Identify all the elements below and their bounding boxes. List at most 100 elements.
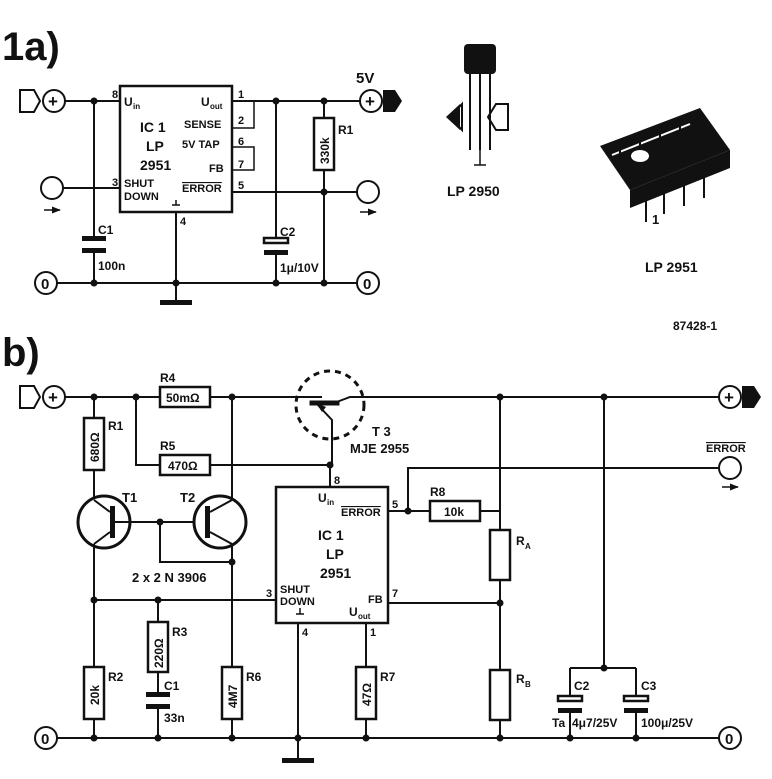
svg-text:C2: C2 xyxy=(280,225,296,239)
svg-text:4: 4 xyxy=(180,216,187,228)
svg-text:2: 2 xyxy=(238,115,244,127)
svg-text:T1: T1 xyxy=(122,490,137,505)
svg-text:+: + xyxy=(724,388,734,407)
svg-text:4μ7/25V: 4μ7/25V xyxy=(572,716,617,730)
svg-text:10k: 10k xyxy=(444,505,464,519)
svg-text:R1: R1 xyxy=(338,123,354,137)
svg-text:33n: 33n xyxy=(164,711,185,725)
panel-b-c3: C3 100μ/25V xyxy=(622,679,693,730)
panel-a-error-terminal xyxy=(356,180,380,204)
svg-text:LP 2950: LP 2950 xyxy=(447,183,500,199)
svg-text:R: R xyxy=(516,534,525,548)
svg-text:5V: 5V xyxy=(356,70,374,87)
svg-text:B: B xyxy=(525,680,531,689)
lp2950-package: LP 2950 xyxy=(446,44,509,199)
svg-text:out: out xyxy=(210,102,223,111)
svg-text:Ta: Ta xyxy=(552,716,565,730)
panel-b-output-terminal: + xyxy=(718,385,761,409)
svg-text:U: U xyxy=(318,491,327,505)
panel-b-ground-rail: 0 0 xyxy=(34,726,742,763)
svg-text:R1: R1 xyxy=(108,419,124,433)
svg-text:LP: LP xyxy=(146,138,164,154)
svg-text:330k: 330k xyxy=(318,137,332,164)
panel-b-r3: 220Ω R3 xyxy=(146,620,188,674)
svg-text:DOWN: DOWN xyxy=(280,596,315,608)
svg-text:+: + xyxy=(365,92,375,111)
svg-text:T 3: T 3 xyxy=(372,424,391,439)
panel-a-ic1: U in U out IC 1 LP 2951 SENSE 5V TAP FB … xyxy=(112,84,244,228)
svg-text:A: A xyxy=(525,542,531,551)
svg-text:0: 0 xyxy=(725,731,733,748)
svg-text:20k: 20k xyxy=(88,685,102,705)
svg-text:470Ω: 470Ω xyxy=(168,459,198,473)
svg-text:SHUT: SHUT xyxy=(280,584,310,596)
svg-text:C3: C3 xyxy=(641,679,657,693)
panel-a-c2: C2 1μ/10V xyxy=(262,101,319,283)
svg-text:U: U xyxy=(124,95,133,109)
svg-text:0: 0 xyxy=(41,276,49,293)
panel-b-r6: 4M7 R6 xyxy=(220,665,262,721)
svg-text:1: 1 xyxy=(370,627,376,639)
panel-b-c1: C1 33n xyxy=(146,679,185,725)
svg-text:1μ/10V: 1μ/10V xyxy=(280,261,319,275)
panel-b-r8: 10k R8 xyxy=(428,485,482,523)
svg-text:R3: R3 xyxy=(172,625,188,639)
svg-text:ERROR: ERROR xyxy=(706,443,746,455)
panel-b-r2: 20k R2 xyxy=(82,665,124,721)
panel-b-error-terminal: ERROR xyxy=(706,443,746,491)
panel-b-r4: 50mΩ R4 xyxy=(158,371,212,409)
svg-text:+: + xyxy=(48,388,58,407)
svg-text:220Ω: 220Ω xyxy=(152,638,166,668)
svg-text:C1: C1 xyxy=(164,679,180,693)
panel-b-r1: 680Ω R1 xyxy=(82,416,124,472)
svg-text:R5: R5 xyxy=(160,439,176,453)
svg-text:6: 6 xyxy=(238,136,244,148)
svg-text:R4: R4 xyxy=(160,371,176,385)
svg-text:MJE 2955: MJE 2955 xyxy=(350,441,409,456)
svg-text:100n: 100n xyxy=(98,259,125,273)
svg-text:4: 4 xyxy=(302,627,309,639)
panel-a-ground-rail: 0 0 xyxy=(34,192,380,305)
svg-text:SENSE: SENSE xyxy=(184,119,221,131)
svg-text:5V TAP: 5V TAP xyxy=(182,139,220,151)
svg-text:U: U xyxy=(201,95,210,109)
svg-text:DOWN: DOWN xyxy=(124,191,159,203)
svg-text:FB: FB xyxy=(209,163,224,175)
panel-a-output-terminal: 5V + xyxy=(356,70,402,113)
svg-text:0: 0 xyxy=(363,276,371,293)
svg-text:2951: 2951 xyxy=(320,565,351,581)
svg-text:2951: 2951 xyxy=(140,157,171,173)
panel-b-c2: C2 Ta 4μ7/25V xyxy=(552,679,617,730)
panel-b-rb: R B xyxy=(488,668,531,722)
svg-text:R: R xyxy=(516,672,525,686)
svg-text:R7: R7 xyxy=(380,670,396,684)
svg-text:SHUT: SHUT xyxy=(124,178,154,190)
panel-b-label: b) xyxy=(2,331,40,375)
svg-text:680Ω: 680Ω xyxy=(88,432,102,462)
panel-b-ra: R A xyxy=(488,528,531,582)
svg-text:FB: FB xyxy=(368,594,383,606)
svg-text:5: 5 xyxy=(238,180,244,192)
panel-a-label: 1a) xyxy=(2,25,60,69)
panel-b: b) + 50mΩ R4 470Ω R5 xyxy=(2,331,761,763)
svg-text:IC 1: IC 1 xyxy=(318,527,344,543)
svg-text:+: + xyxy=(48,92,58,111)
panel-b-t2: T2 xyxy=(180,490,248,550)
svg-text:8: 8 xyxy=(112,89,118,101)
svg-text:7: 7 xyxy=(238,159,244,171)
svg-text:5: 5 xyxy=(392,499,398,511)
svg-text:100μ/25V: 100μ/25V xyxy=(641,716,693,730)
panel-b-input-terminal: + xyxy=(19,385,66,409)
panel-b-t3: T 3 MJE 2955 xyxy=(294,369,500,465)
svg-text:C2: C2 xyxy=(574,679,590,693)
panel-a: 1a) + C1 100n U in U out IC 1 xyxy=(2,25,730,333)
svg-text:U: U xyxy=(349,605,358,619)
svg-text:IC 1: IC 1 xyxy=(140,119,166,135)
svg-text:3: 3 xyxy=(112,177,118,189)
panel-a-shutdown-terminal xyxy=(40,176,64,200)
figure-code: 87428-1 xyxy=(673,319,717,333)
svg-text:T2: T2 xyxy=(180,490,195,505)
svg-text:3: 3 xyxy=(266,588,272,600)
svg-text:1: 1 xyxy=(238,89,244,101)
panel-b-ic1: U in ERROR IC 1 LP 2951 SHUT DOWN FB U o… xyxy=(266,475,398,639)
